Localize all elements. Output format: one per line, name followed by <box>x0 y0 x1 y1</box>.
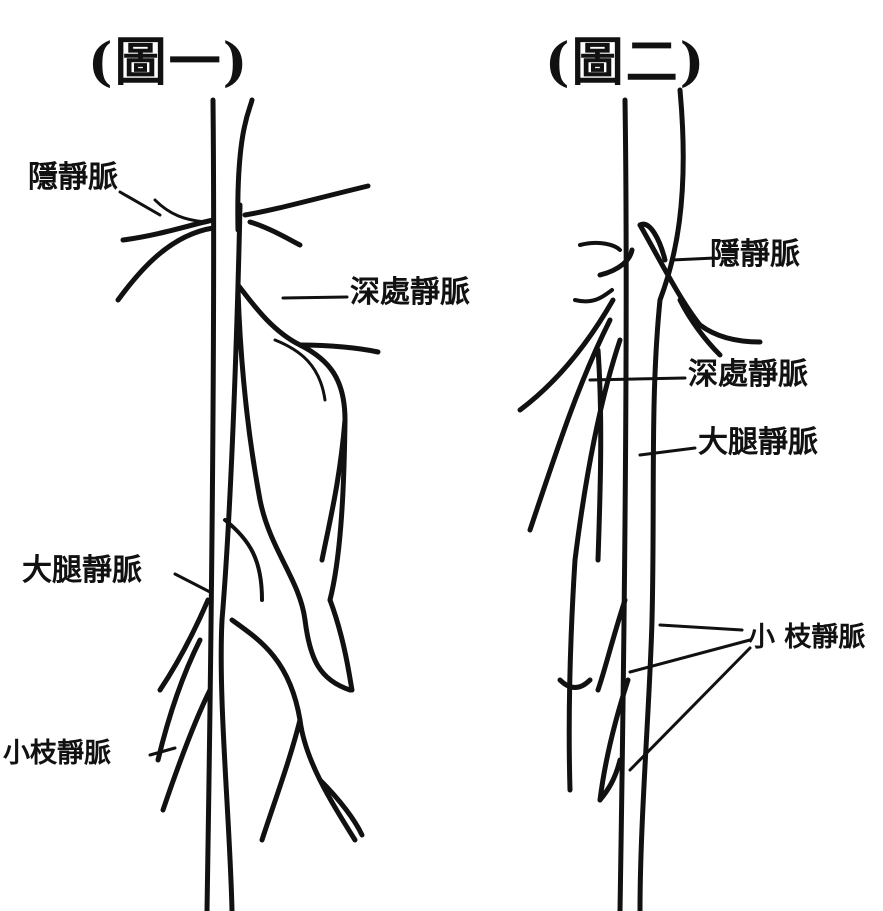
figure2-label-deep: 深處靜脈 <box>688 360 808 390</box>
figure2-label-femoral: 大腿靜脈 <box>698 428 818 458</box>
figure2-label-branch: 小 枝靜脈 <box>748 624 865 651</box>
figure2-leader-lines <box>590 258 750 770</box>
figure2-label-saphenous: 隱靜脈 <box>710 240 800 270</box>
figure2-deep-vein <box>520 243 632 790</box>
figure2-femoral-vein <box>620 90 683 911</box>
